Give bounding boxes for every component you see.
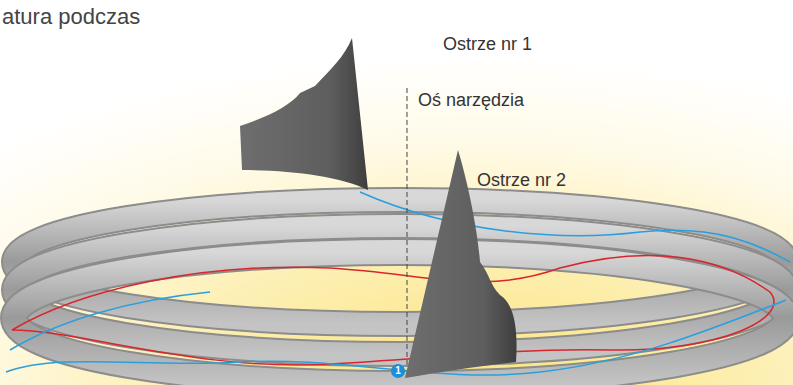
blade-1 (240, 38, 368, 190)
part-label: Ostrze nr 1 (443, 33, 532, 55)
part-label: Oś narzędzia (418, 89, 524, 111)
chip-thickness-curves (6, 192, 790, 375)
caption-fragment: atura podczas (2, 4, 140, 30)
cutting-ring (14, 200, 786, 384)
callout-number: 1 (391, 364, 405, 378)
tool-axis (407, 88, 408, 368)
part-label: Ostrze nr 2 (477, 169, 566, 191)
